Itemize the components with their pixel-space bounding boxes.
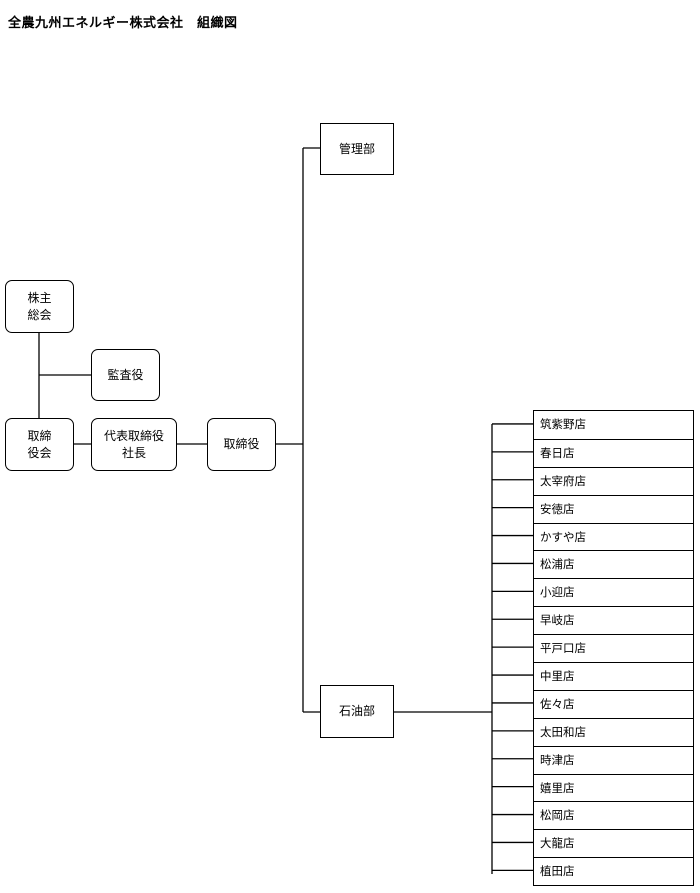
store-item: 嬉里店 bbox=[534, 773, 693, 802]
store-item: 小迎店 bbox=[534, 578, 693, 606]
directors-box: 取締役 bbox=[207, 418, 276, 471]
store-item: 筑紫野店 bbox=[540, 417, 586, 431]
petroleum-dept-box: 石油部 bbox=[320, 685, 394, 738]
store-item: 太宰府店 bbox=[534, 466, 693, 495]
store-item: 松浦店 bbox=[534, 550, 693, 578]
page-title: 全農九州エネルギー株式会社 組織図 bbox=[8, 16, 238, 31]
store-item: 松岡店 bbox=[534, 801, 693, 829]
store-item: 太田和店 bbox=[534, 717, 693, 746]
store-item: 佐々店 bbox=[534, 689, 693, 718]
store-list: 筑紫野店春日店太宰府店安徳店かすや店松浦店小迎店早岐店平戸口店中里店佐々店太田和… bbox=[533, 410, 694, 887]
store-item: 時津店 bbox=[534, 745, 693, 774]
board-of-directors-box: 取締 役会 bbox=[5, 418, 74, 471]
store-item: 中里店 bbox=[534, 662, 693, 690]
store-item: 早岐店 bbox=[534, 606, 693, 634]
store-item: 安徳店 bbox=[534, 494, 693, 523]
shareholders-meeting-box: 株主 総会 bbox=[5, 280, 74, 333]
store-item: かすや店 bbox=[534, 522, 693, 551]
store-item: 平戸口店 bbox=[534, 634, 693, 662]
auditor-box: 監査役 bbox=[91, 349, 160, 401]
management-dept-box: 管理部 bbox=[320, 123, 394, 175]
store-item: 大龍店 bbox=[534, 829, 693, 857]
president-box: 代表取締役 社長 bbox=[91, 418, 177, 471]
store-item: 植田店 bbox=[534, 857, 693, 885]
store-item: 春日店 bbox=[534, 438, 693, 467]
